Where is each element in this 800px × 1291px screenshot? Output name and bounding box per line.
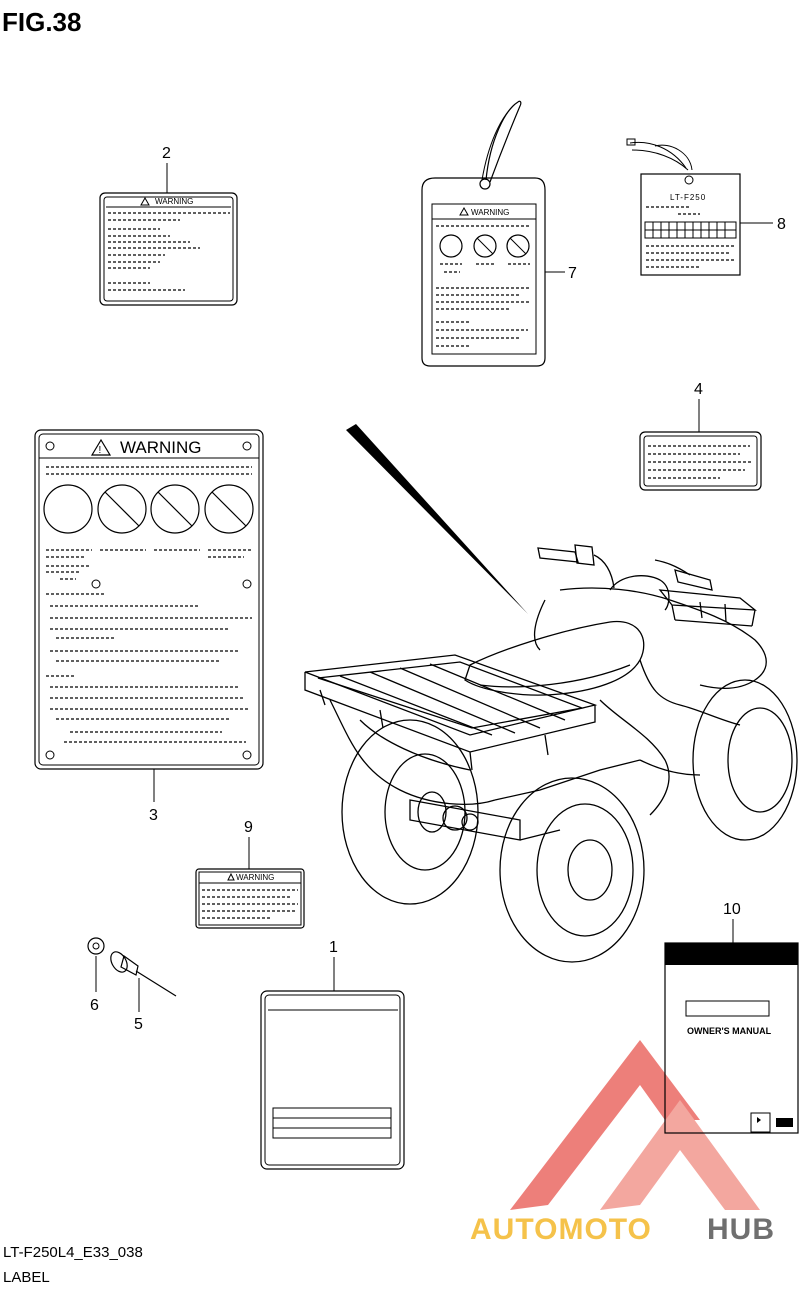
warning-triangle-icon <box>90 438 112 456</box>
owners-manual-title: OWNER'S MANUAL <box>687 1026 772 1036</box>
watermark-logo <box>510 1040 760 1210</box>
model-tag-text: LT-F250 <box>670 193 706 202</box>
callout-7: 7 <box>568 265 577 282</box>
part-8-model-tag[interactable]: LT-F250 8 <box>626 138 786 276</box>
diagram-code: LT-F250L4_E33_038 <box>3 1244 143 1261</box>
svg-text:!: ! <box>99 445 102 456</box>
part-7-warning-tag[interactable]: WARNING 7 <box>421 100 577 367</box>
callout-10: 10 <box>723 901 741 918</box>
part-4-label[interactable]: 4 <box>639 381 762 491</box>
atv-vehicle-outline <box>304 544 798 963</box>
callout-2: 2 <box>162 145 171 162</box>
no-alcohol-icon <box>150 484 200 534</box>
callout-1: 1 <box>329 939 338 956</box>
warning-text-small: WARNING <box>155 197 193 206</box>
part-6-washer[interactable]: 6 <box>87 937 105 1014</box>
watermark-brand-hub: HUB <box>707 1213 775 1246</box>
placement-arrow <box>346 424 528 614</box>
large-warning-text: WARNING <box>120 438 202 457</box>
suzuki-logo-icon <box>757 1117 761 1123</box>
warning-triangle-icon <box>227 872 235 881</box>
callout-6: 6 <box>90 997 99 1014</box>
figure-title: FIG.38 <box>2 7 81 37</box>
no-road-riding-icon <box>97 484 147 534</box>
no-passenger-icon <box>439 234 463 258</box>
callout-4: 4 <box>694 381 703 398</box>
callout-5: 5 <box>134 1016 143 1033</box>
section-label: LABEL <box>3 1269 50 1286</box>
watermark-brand-automoto: AUTOMOTO <box>470 1213 652 1246</box>
warning-triangle-icon <box>459 206 469 216</box>
part-2-warning-label[interactable]: 2 WARNING <box>99 145 238 306</box>
part-1-label[interactable]: 1 <box>260 939 405 1170</box>
no-young-rider-icon <box>204 484 254 534</box>
no-passenger-icon <box>43 484 93 534</box>
part-3-warning-label[interactable]: ! WARNING <box>34 429 264 824</box>
warning-triangle-icon <box>140 196 150 206</box>
part-5-rivet[interactable]: 5 <box>107 949 177 1033</box>
callout-3: 3 <box>149 807 158 824</box>
tag-warning-text: WARNING <box>471 208 509 217</box>
warning-text-9: WARNING <box>236 873 274 882</box>
part-9-warning-label[interactable]: 9 WARNING <box>195 819 305 929</box>
callout-8: 8 <box>777 216 786 233</box>
part-10-owners-manual[interactable]: 10 OWNER'S MANUAL <box>664 901 799 1134</box>
no-riding-on-road-icon <box>473 234 497 258</box>
no-alcohol-icon <box>506 234 530 258</box>
callout-9: 9 <box>244 819 253 836</box>
